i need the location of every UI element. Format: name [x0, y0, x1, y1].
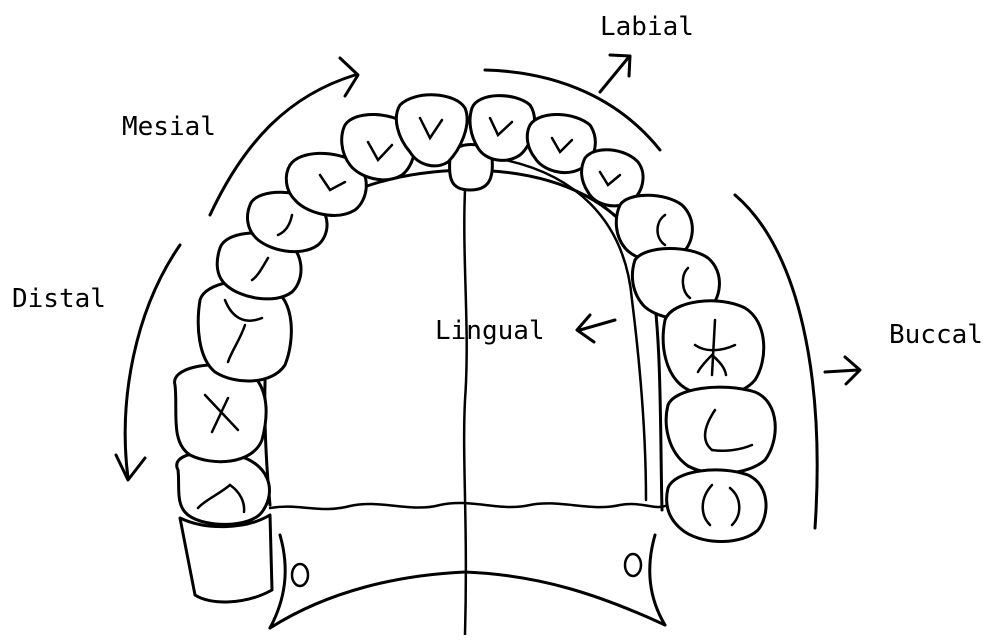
tooth-r-molar3 [667, 470, 766, 542]
mesial-label: Mesial [122, 114, 216, 140]
lingual-left-arrow-icon [577, 315, 615, 342]
tooth-r-molar2 [666, 387, 775, 473]
labial-label: Labial [600, 14, 694, 40]
distal-label: Distal [12, 286, 106, 312]
lingual-label: Lingual [435, 318, 545, 344]
buccal-label: Buccal [889, 322, 983, 348]
labial-up-right-arrow-icon [600, 55, 630, 92]
buccal-right-arrow-icon [825, 357, 860, 384]
tooth-l-molar3-root [180, 515, 272, 602]
tooth-r-central [470, 96, 535, 161]
distal-curved-arrow-icon [116, 245, 180, 480]
left-teeth [175, 95, 467, 602]
